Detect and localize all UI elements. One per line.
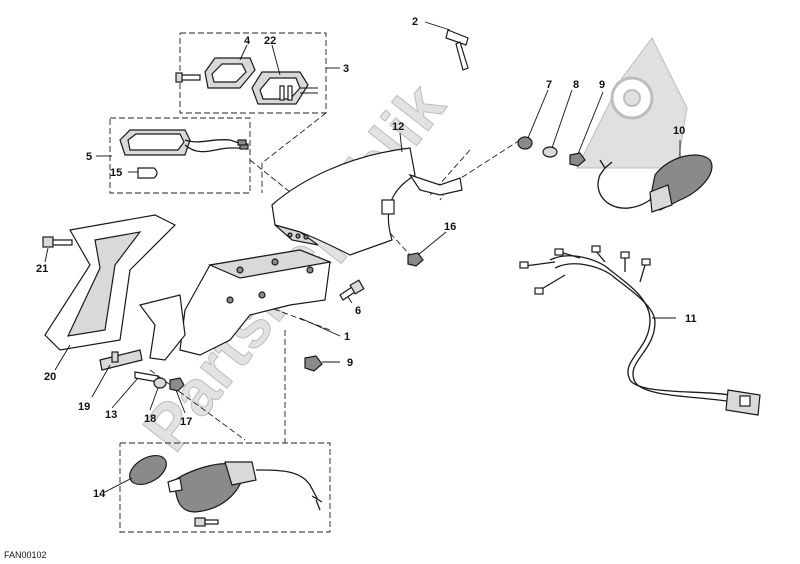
callout-labels: 4 22 3 2 5 15 12 7 8 9 10 16 11 6 1 9 21… <box>36 16 697 500</box>
callout-16: 16 <box>444 221 456 233</box>
callout-13: 13 <box>105 409 117 421</box>
part-17-nut <box>169 377 185 392</box>
callout-9-lower: 9 <box>347 357 353 369</box>
callout-21: 21 <box>36 263 48 275</box>
part-7-rubber <box>517 136 533 150</box>
callout-19: 19 <box>78 401 90 413</box>
part-16-nut <box>407 252 424 267</box>
callout-2: 2 <box>412 16 418 28</box>
part-2-rivet <box>445 29 469 71</box>
callout-5: 5 <box>86 151 92 163</box>
callout-20: 20 <box>44 371 56 383</box>
part-22-tail-light-housing <box>251 71 318 105</box>
callout-18: 18 <box>144 413 156 425</box>
callout-8: 8 <box>573 79 579 91</box>
part-9-nut-lower <box>304 355 323 372</box>
callout-6: 6 <box>355 305 361 317</box>
part-21-screw <box>42 236 73 248</box>
part-10-indicator-right <box>597 154 713 213</box>
watermark-gear-icon <box>576 37 688 169</box>
part-15-bulb <box>137 167 158 179</box>
part-20-plate-holder <box>44 214 177 351</box>
drawing-code: FAN00102 <box>4 550 47 560</box>
callout-10: 10 <box>673 125 685 137</box>
part-11-wiring-harness <box>519 245 761 416</box>
part-1-bracket <box>179 249 333 356</box>
callout-12: 12 <box>392 121 404 133</box>
part-4-tail-light <box>204 57 256 89</box>
part-12-rear-fender <box>271 147 463 256</box>
part-8-spacer <box>542 146 558 158</box>
part-18-washer <box>153 377 167 389</box>
leader-lines <box>44 21 681 494</box>
part-6-screw <box>339 279 365 301</box>
part-19-side-bracket <box>99 294 186 371</box>
callout-9-top: 9 <box>599 79 605 91</box>
callout-15: 15 <box>110 167 122 179</box>
callout-1: 1 <box>344 331 350 343</box>
callout-7: 7 <box>546 79 552 91</box>
callout-22: 22 <box>264 35 276 47</box>
callout-4: 4 <box>244 35 251 47</box>
part-5-plate-light <box>119 129 249 156</box>
callout-3: 3 <box>343 63 349 75</box>
callout-14: 14 <box>93 488 106 500</box>
callout-17: 17 <box>180 416 192 428</box>
part-screw-top <box>175 72 201 83</box>
part-14-indicator-left <box>129 454 323 527</box>
callout-11: 11 <box>685 313 697 325</box>
